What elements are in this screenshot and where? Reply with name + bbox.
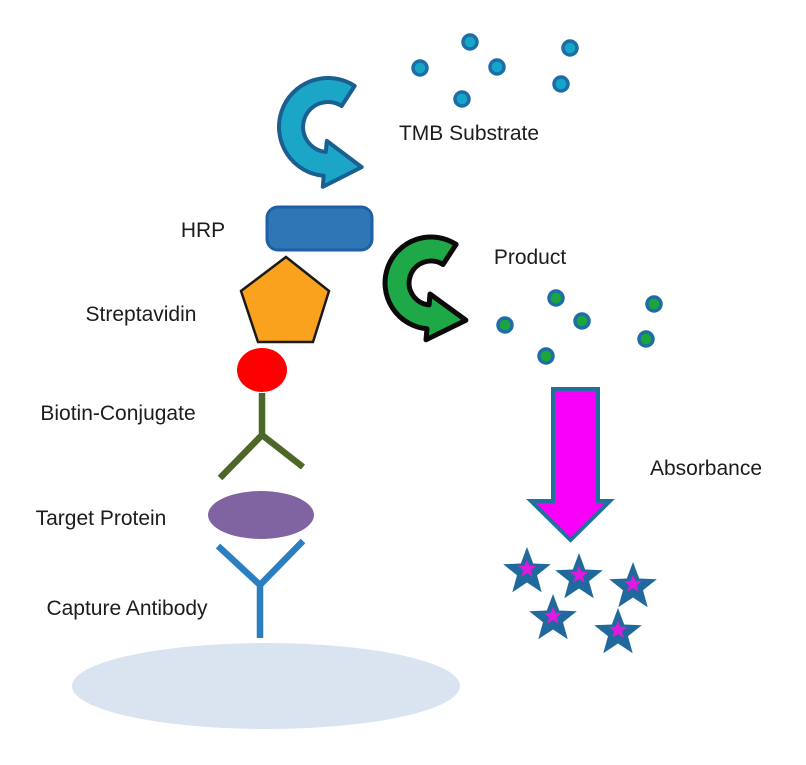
substrate-conversion-arrow-icon <box>277 75 364 189</box>
tmb-substrate-dot <box>552 75 570 93</box>
product-dots <box>496 289 663 365</box>
target-protein-label: Target Protein <box>36 507 167 530</box>
hrp-enzyme-shape <box>265 205 374 252</box>
tmb-substrate-dots <box>411 33 579 108</box>
product-dot <box>547 289 565 307</box>
star-icon <box>609 562 657 608</box>
hrp-label: HRP <box>181 219 225 242</box>
biotin-conjugate-dot-shape <box>237 348 287 392</box>
target-protein-ellipse-shape <box>208 491 314 539</box>
product-dot <box>645 295 663 313</box>
detection-antibody-shape <box>217 393 305 481</box>
tmb-substrate-dot <box>488 58 506 76</box>
star-icon <box>555 553 603 599</box>
tmb-substrate-dot <box>411 59 429 77</box>
absorbance-label: Absorbance <box>650 457 762 480</box>
star-icon <box>503 547 551 593</box>
star-icon <box>594 608 642 654</box>
capture-antibody-shape <box>215 538 306 638</box>
capture-antibody-label: Capture Antibody <box>46 597 208 620</box>
microplate-well-ellipse <box>72 643 460 729</box>
streptavidin-pentagon-shape <box>239 255 331 344</box>
absorbance-arrow-icon <box>526 387 615 543</box>
product-dot <box>573 312 591 330</box>
tmb-substrate-dot <box>561 39 579 57</box>
tmb-substrate-label: TMB Substrate <box>399 122 539 145</box>
star-icon <box>529 594 577 640</box>
product-dot <box>637 330 655 348</box>
tmb-substrate-dot <box>461 33 479 51</box>
product-dot <box>537 347 555 365</box>
product-dot <box>496 316 514 334</box>
product-label: Product <box>494 246 567 269</box>
biotin-conjugate-label: Biotin-Conjugate <box>40 402 195 425</box>
streptavidin-label: Streptavidin <box>86 303 197 326</box>
tmb-substrate-dot <box>453 90 471 108</box>
product-conversion-arrow-icon <box>382 234 469 343</box>
absorbance-stars <box>503 547 657 654</box>
